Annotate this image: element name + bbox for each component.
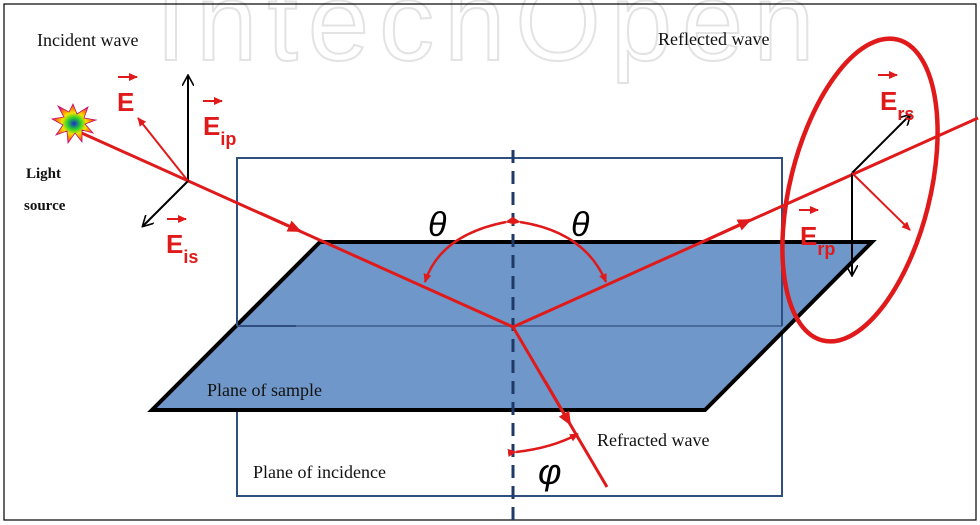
- label-E-is-text: Eis: [166, 229, 198, 267]
- label-E-rp: Erp: [799, 206, 835, 259]
- reflected-E-vector: [851, 172, 911, 231]
- label-E-rs: Ers: [878, 71, 914, 124]
- plane-of-sample-label: Plane of sample: [207, 380, 322, 400]
- phi-arc: [507, 432, 579, 457]
- theta-right-symbol: θ: [571, 206, 590, 244]
- theta-left-symbol: θ: [428, 206, 447, 244]
- plane-of-incidence-label: Plane of incidence: [253, 462, 386, 482]
- label-E-ip: Eip: [203, 97, 236, 149]
- label-E-is: Eis: [166, 215, 198, 267]
- light-source-label-line1: Light: [26, 166, 61, 182]
- label-E: E: [117, 73, 138, 117]
- reflected-s-axis: [851, 115, 910, 174]
- reflected-highlight-ellipse: [780, 36, 940, 344]
- theta-arc-left: [423, 216, 515, 283]
- light-source-icon: [50, 103, 98, 145]
- incident-E-vector: [137, 117, 189, 182]
- label-E-rp-text: Erp: [800, 221, 835, 259]
- phi-symbol: φ: [538, 451, 561, 492]
- light-source-label-line2: source: [24, 198, 66, 214]
- watermark-text: IntechOpen: [156, 0, 825, 84]
- label-E-ip-text: Eip: [203, 111, 236, 149]
- reflected-ray-arrow: [699, 218, 752, 245]
- label-E-rs-text: Ers: [880, 86, 914, 124]
- incident-ray-arrow: [259, 211, 302, 233]
- refracted-wave-label: Refracted wave: [597, 430, 709, 450]
- reflected-wave-label: Reflected wave: [658, 29, 769, 49]
- outer-frame: [3, 3, 977, 521]
- refracted-ray-arrow: [543, 380, 572, 426]
- label-E-text: E: [117, 87, 134, 117]
- incident-s-axis: [143, 180, 189, 226]
- theta-arc-right: [511, 216, 608, 283]
- incident-wave-label: Incident wave: [37, 30, 138, 50]
